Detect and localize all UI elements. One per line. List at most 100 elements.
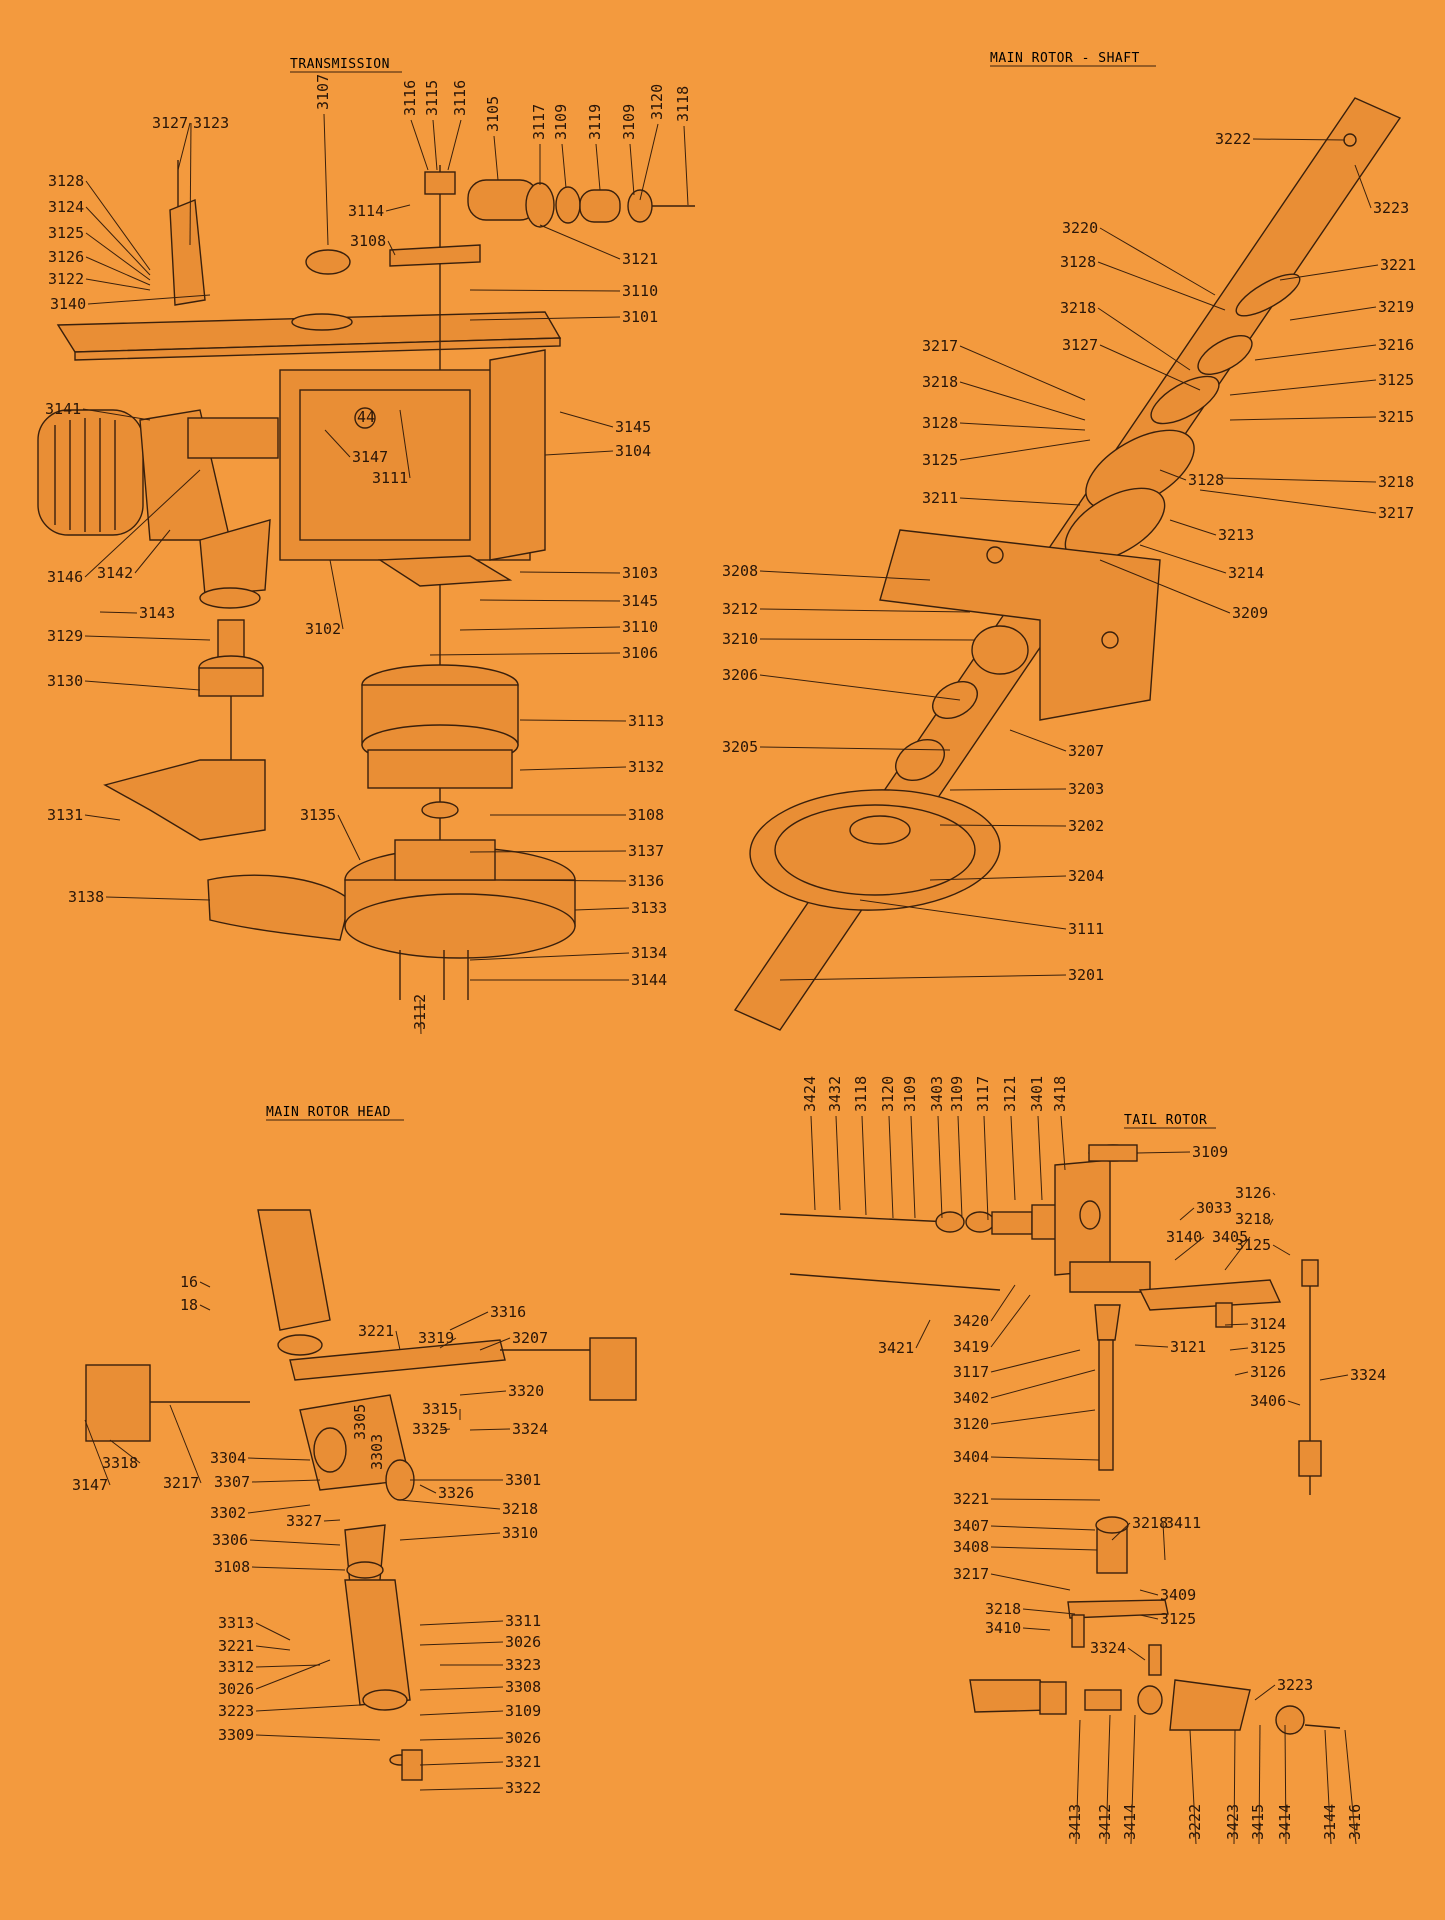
leader-line — [759, 608, 971, 613]
leader-line — [387, 240, 396, 256]
part-number-label: 3315 — [422, 1400, 458, 1418]
part-number-label: 3108 — [628, 806, 664, 824]
part-number-label: 3217 — [163, 1474, 199, 1492]
part-number-label: 3409 — [1160, 1586, 1196, 1604]
part-number-label: 3221 — [218, 1637, 254, 1655]
part-number-label: 3121 — [1001, 1076, 1019, 1112]
leader-line — [759, 674, 961, 701]
part-number-label: 3218 — [1235, 1210, 1271, 1228]
part-number-label: 3210 — [722, 630, 758, 648]
part-number-label: 3121 — [622, 250, 658, 268]
leader-line — [419, 1787, 504, 1791]
leader-line — [1189, 1729, 1197, 1845]
part-number-label: 3412 — [1096, 1804, 1114, 1840]
leader-line — [1179, 1207, 1195, 1221]
part-number-label: 3125 — [1378, 371, 1414, 389]
part-number-label: 3118 — [674, 86, 692, 122]
leader-line — [1258, 1724, 1261, 1845]
part-number-label: 3130 — [47, 672, 83, 690]
leader-line — [1287, 1400, 1301, 1406]
part-number-label: 3108 — [214, 1558, 250, 1576]
leader-line — [1022, 1608, 1076, 1615]
part-number-label: 3203 — [1068, 780, 1104, 798]
leader-line — [469, 289, 621, 292]
part-number-label: 3217 — [953, 1565, 989, 1583]
leader-line — [1010, 1115, 1016, 1201]
leader-line — [959, 422, 1086, 431]
part-number-label: 3128 — [1060, 253, 1096, 271]
leader-line — [134, 529, 171, 574]
leader-line — [1219, 477, 1377, 483]
part-number-label: 3327 — [286, 1512, 322, 1530]
leader-line — [419, 1686, 504, 1691]
leader-line — [1037, 1115, 1043, 1201]
part-number-label: 3419 — [953, 1338, 989, 1356]
part-number-label: 3218 — [502, 1500, 538, 1518]
part-number-label: 3212 — [722, 600, 758, 618]
part-number-label: 3110 — [622, 282, 658, 300]
part-number-label: 3140 — [1166, 1228, 1202, 1246]
part-number-label: 3033 — [1196, 1199, 1232, 1217]
tail-rotor-drawing — [779, 1144, 1341, 1735]
leader-line — [519, 719, 627, 722]
leader-line — [85, 232, 151, 281]
part-number-label: 3309 — [218, 1726, 254, 1744]
part-number-label: 3323 — [505, 1656, 541, 1674]
part-number-label: 3404 — [953, 1448, 989, 1466]
leader-line — [990, 1573, 1071, 1591]
leader-line — [683, 125, 689, 206]
leader-line — [539, 224, 621, 260]
part-number-label: 3109 — [552, 104, 570, 140]
part-number-label: 3144 — [631, 971, 667, 989]
leader-line — [84, 1419, 111, 1486]
part-number-label: 3127 — [152, 114, 188, 132]
part-number-label: 3304 — [210, 1449, 246, 1467]
part-number-label: 3215 — [1378, 408, 1414, 426]
part-number-label: 3114 — [348, 202, 384, 220]
leader-line — [1254, 1684, 1276, 1701]
leader-line — [990, 1294, 1031, 1348]
part-number-label: 3223 — [218, 1702, 254, 1720]
part-number-label: 3109 — [505, 1702, 541, 1720]
leader-line — [959, 345, 1086, 401]
leader-line — [419, 1761, 504, 1766]
leader-line — [85, 278, 151, 291]
leader-line — [87, 294, 211, 305]
leader-line — [247, 1457, 311, 1461]
part-number-label: 3146 — [47, 568, 83, 586]
leader-line — [255, 1664, 321, 1668]
leader-line — [959, 497, 1081, 506]
leader-line — [410, 119, 429, 171]
leader-line — [1319, 1374, 1349, 1381]
leader-line — [399, 1499, 501, 1510]
leader-line — [910, 1115, 916, 1219]
part-number-label: 3211 — [922, 489, 958, 507]
part-number-label: 3111 — [1068, 920, 1104, 938]
part-number-label: 3135 — [300, 806, 336, 824]
part-number-label: 3221 — [1380, 256, 1416, 274]
leader-line — [447, 119, 462, 171]
leader-line — [329, 559, 344, 630]
part-number-label: 3131 — [47, 806, 83, 824]
part-number-label: 3103 — [622, 564, 658, 582]
leader-line — [419, 999, 422, 1035]
leader-line — [859, 899, 1067, 930]
leader-line — [1229, 416, 1377, 421]
part-number-label: 3408 — [953, 1538, 989, 1556]
part-number-label: 3213 — [1218, 526, 1254, 544]
leader-line — [759, 746, 951, 751]
leader-line — [499, 879, 627, 882]
part-number-label: 3415 — [1249, 1804, 1267, 1840]
leader-line — [915, 1319, 931, 1349]
part-number-label: 3312 — [218, 1658, 254, 1676]
leader-line — [939, 824, 1067, 827]
leader-line — [493, 135, 499, 181]
part-number-label: 3324 — [1350, 1366, 1386, 1384]
leader-line — [1324, 1729, 1332, 1845]
leader-line — [323, 113, 329, 246]
part-number-label: 3411 — [1165, 1514, 1201, 1532]
part-number-label: 3116 — [401, 80, 419, 116]
part-number-label: 3208 — [722, 562, 758, 580]
leader-line — [1139, 1614, 1159, 1620]
leader-line — [255, 1659, 331, 1690]
